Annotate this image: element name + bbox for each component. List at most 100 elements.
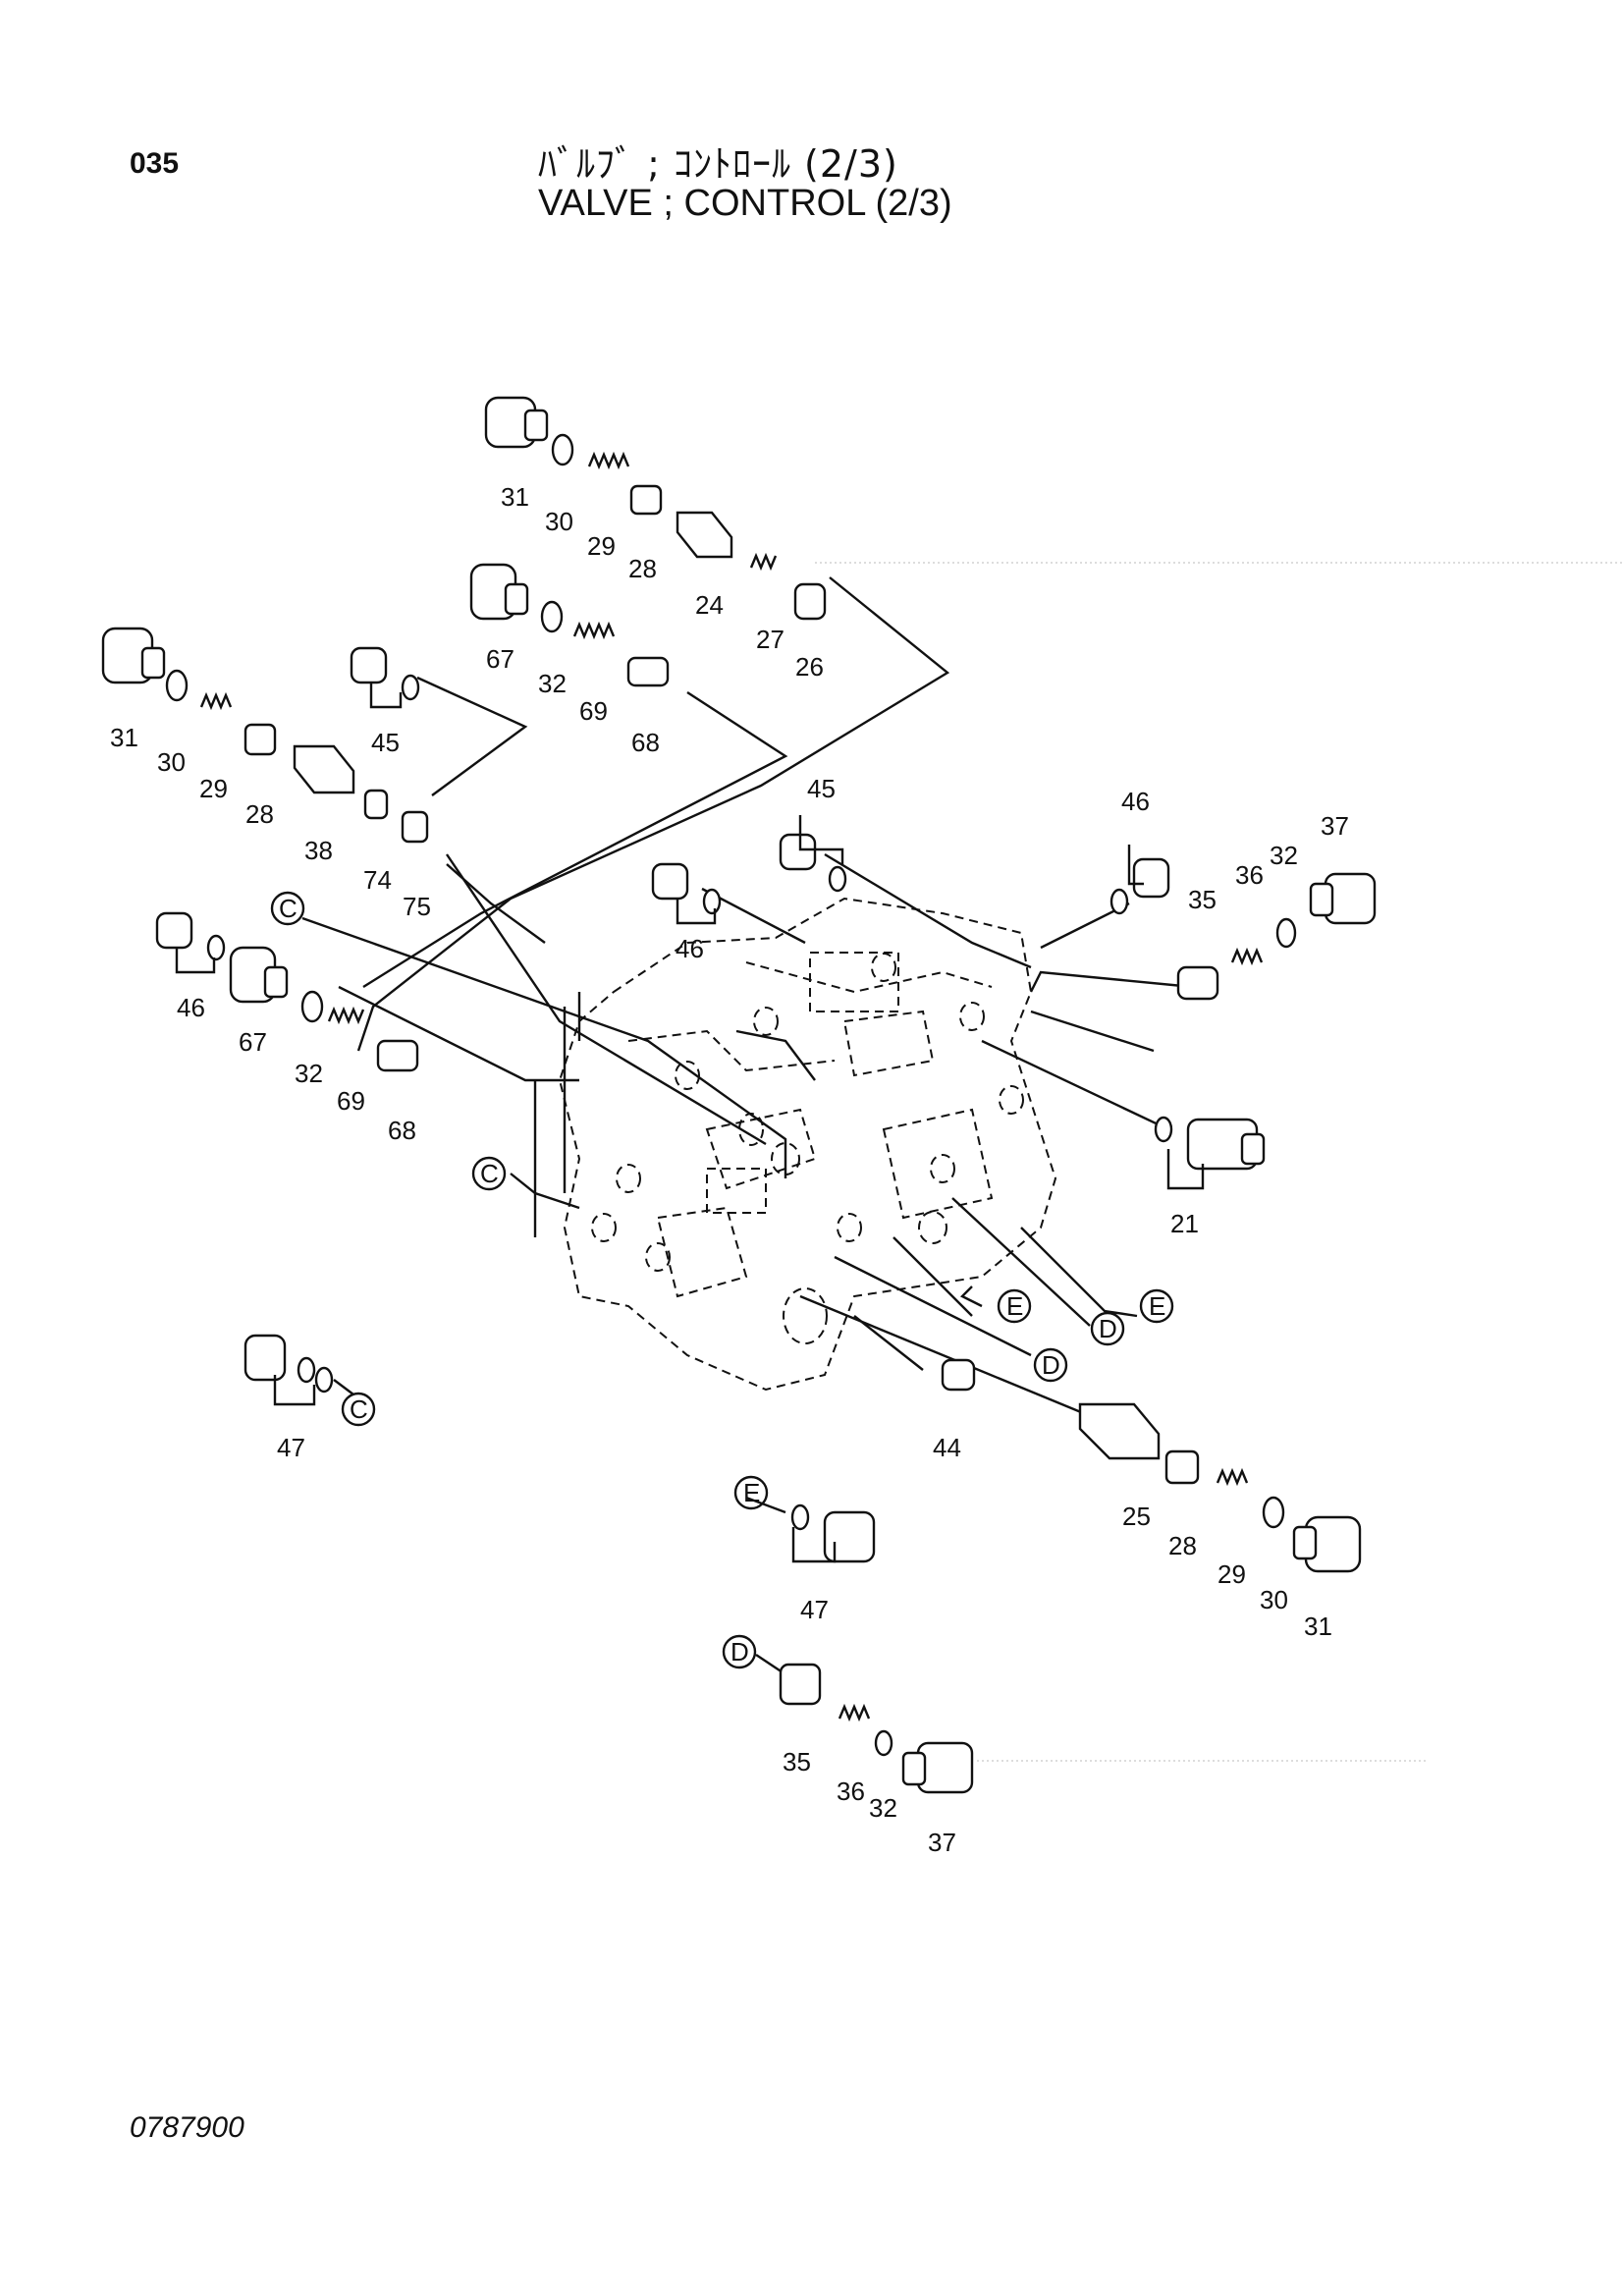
o-ring-46-right <box>1109 888 1129 915</box>
spring-69-top <box>572 621 616 640</box>
plug-67-left <box>229 946 289 1004</box>
svg-text:C: C <box>350 1394 368 1424</box>
o-ring-45-center <box>828 865 847 893</box>
ref-c: C <box>471 1156 507 1191</box>
svg-text:D: D <box>1099 1314 1117 1343</box>
callout-30: 30 <box>1260 1585 1288 1614</box>
callout-31: 31 <box>110 723 138 752</box>
callout-35: 35 <box>783 1747 811 1777</box>
callout-69: 69 <box>337 1086 365 1116</box>
ref-e: E <box>997 1288 1032 1324</box>
page-title-japanese: ﾊﾞﾙﾌﾞ ; ｺﾝﾄﾛｰﾙ (2/3) <box>538 142 898 186</box>
callout-32: 32 <box>869 1793 897 1823</box>
ref-d: D <box>1090 1311 1125 1346</box>
callout-29: 29 <box>587 531 616 561</box>
callout-28: 28 <box>1168 1531 1197 1560</box>
callout-30: 30 <box>545 507 573 536</box>
plug-46-right <box>1132 857 1170 899</box>
callout-46: 46 <box>177 993 205 1022</box>
plug-45-center <box>779 833 817 871</box>
piston-35-bottom <box>779 1663 822 1706</box>
document-code: 0787900 <box>130 2111 244 2144</box>
piston-35-top <box>1176 965 1219 1001</box>
callout-68: 68 <box>388 1116 416 1145</box>
callout-24: 24 <box>695 590 724 620</box>
callout-46: 46 <box>676 934 704 963</box>
svg-text:E: E <box>743 1478 760 1507</box>
plug-31-top <box>484 396 549 449</box>
callout-35: 35 <box>1188 885 1217 914</box>
valve-body <box>558 897 1057 1392</box>
callout-32: 32 <box>1270 841 1298 870</box>
o-ring-46-left <box>206 934 226 961</box>
ref-e: E <box>1139 1288 1174 1324</box>
plug-46-center <box>651 862 689 901</box>
callout-25: 25 <box>1122 1502 1151 1531</box>
callout-36: 36 <box>837 1777 865 1806</box>
o-ring-46-center <box>702 888 722 915</box>
callout-47: 47 <box>277 1433 305 1462</box>
callout-74: 74 <box>363 865 392 895</box>
ref-e: E <box>733 1475 769 1510</box>
callout-45: 45 <box>807 774 836 803</box>
callout-37: 37 <box>1321 811 1349 841</box>
callout-32: 32 <box>538 669 567 698</box>
page-number: 035 <box>130 147 180 180</box>
spring-69-left <box>327 1006 365 1025</box>
callout-44: 44 <box>933 1433 961 1462</box>
spool-25 <box>1078 1402 1161 1460</box>
svg-text:E: E <box>1006 1291 1023 1321</box>
sleeve-26 <box>793 582 827 621</box>
plug-44 <box>941 1358 976 1392</box>
spring-36-top <box>1230 947 1264 966</box>
o-ring-30-top <box>551 433 574 466</box>
callout-75: 75 <box>403 892 431 921</box>
leader-lines <box>301 576 1194 1675</box>
ref-c: C <box>270 891 305 926</box>
callout-67: 67 <box>486 644 514 674</box>
reference-markers: C C C E E D D E D <box>270 891 1174 1669</box>
callout-21: 21 <box>1170 1209 1199 1238</box>
ring-75 <box>401 810 429 844</box>
o-ring-47-left-b <box>314 1366 334 1394</box>
callout-brackets <box>175 683 1205 1563</box>
plunger-68-top <box>626 656 670 687</box>
o-ring-30-right <box>1262 1496 1285 1529</box>
callout-67: 67 <box>239 1027 267 1057</box>
spring-29-top <box>587 451 630 470</box>
callout-46: 46 <box>1121 787 1150 816</box>
plug-45-top <box>350 646 388 684</box>
callout-26: 26 <box>795 652 824 682</box>
svg-text:E: E <box>1149 1291 1165 1321</box>
callout-28: 28 <box>628 554 657 583</box>
callout-45: 45 <box>371 728 400 757</box>
ref-c: C <box>341 1392 376 1427</box>
spring-29-right <box>1216 1467 1249 1487</box>
callout-29: 29 <box>1217 1559 1246 1589</box>
plug-47-left <box>243 1334 287 1382</box>
plug-31-right <box>1292 1515 1362 1573</box>
callout-47: 47 <box>800 1595 829 1624</box>
o-ring-21 <box>1154 1116 1173 1143</box>
o-ring-32-right <box>1275 917 1297 949</box>
callout-labels: 31 30 29 28 24 27 26 67 32 69 68 45 31 3… <box>110 482 1349 1857</box>
svg-text:D: D <box>1042 1350 1060 1380</box>
plug-37-bottom <box>901 1741 974 1794</box>
callout-30: 30 <box>157 747 186 777</box>
callout-37: 37 <box>928 1828 956 1857</box>
piston-28-top <box>629 484 663 516</box>
page-title: VALVE ; CONTROL (2/3) <box>538 183 952 224</box>
plug-21 <box>1186 1118 1266 1171</box>
ref-d: D <box>722 1634 757 1669</box>
spring-29-left <box>199 691 233 711</box>
callout-27: 27 <box>756 625 784 654</box>
o-ring-32-left <box>300 990 324 1023</box>
ref-d: D <box>1033 1347 1068 1383</box>
plug-31-left <box>101 627 166 684</box>
o-ring-30-left <box>165 669 189 702</box>
plunger-68-left <box>376 1039 419 1072</box>
spring-27 <box>749 552 778 572</box>
piston-28-left <box>243 723 277 756</box>
callout-69: 69 <box>579 696 608 726</box>
spring-36-bottom <box>838 1703 871 1722</box>
